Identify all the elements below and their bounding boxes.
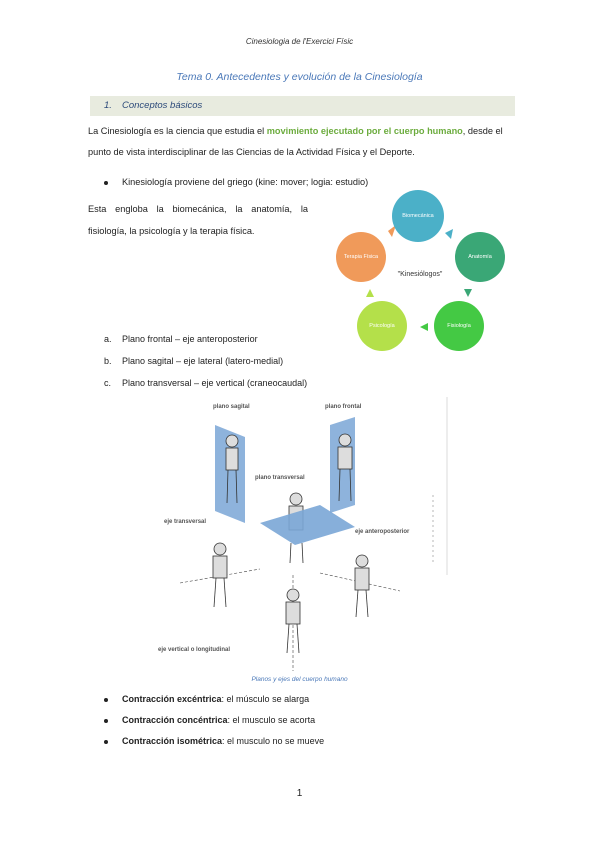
label-plano-frontal: plano frontal xyxy=(325,404,362,410)
label-plano-sagital: plano sagital xyxy=(213,404,250,410)
chapter-title: Tema 0. Antecedentes y evolución de la C… xyxy=(176,71,423,83)
contraction-desc: : el musculo no se mueve xyxy=(222,736,325,746)
plane-item-text: Plano sagital – eje lateral (latero-medi… xyxy=(122,356,284,366)
bullet-dot xyxy=(104,719,108,723)
contraction-term: Contracción isométrica xyxy=(122,736,223,746)
cycle-node-psicologia: Psicología xyxy=(357,301,407,351)
plane-item-text: Plano frontal – eje anteroposterior xyxy=(122,334,258,344)
bullet-origin-text: Kinesiología proviene del griego (kine: … xyxy=(122,177,369,187)
arrow-icon xyxy=(445,229,453,239)
intro-text-1: La Cinesiología es la ciencia que estudi… xyxy=(88,126,267,136)
planes-axes-figure: plano sagital plano frontal plano transv… xyxy=(150,395,450,673)
bullet-dot xyxy=(104,740,108,744)
cycle-center-label: "Kinesiólogos" xyxy=(397,271,443,278)
plane-item-letter: a. xyxy=(104,334,112,344)
disciplines-paragraph: Esta engloba la biomecánica, la anatomía… xyxy=(88,204,308,236)
plane-item: c. Plano transversal – eje vertical (cra… xyxy=(104,378,307,388)
plane-item: b. Plano sagital – eje lateral (latero-m… xyxy=(104,356,283,366)
contraction-term: Contracción excéntrica xyxy=(122,694,222,704)
cycle-node-anatomia: Anatomía xyxy=(455,232,505,282)
arrow-icon xyxy=(464,289,472,297)
running-header: Cinesiologia de l'Exercici Físic xyxy=(245,37,354,46)
section-heading: 1. Conceptos básicos xyxy=(90,96,515,116)
label-eje-transversal: eje transversal xyxy=(164,519,207,525)
intro-text-2: , desde el punto de vista interdisciplin… xyxy=(88,126,503,157)
arrow-icon xyxy=(420,323,428,331)
intro-paragraph: La Cinesiología es la ciencia que estudi… xyxy=(88,121,518,163)
arrow-icon xyxy=(366,289,374,297)
contraction-desc: : el musculo se acorta xyxy=(227,715,316,725)
bullet-dot xyxy=(104,181,108,185)
body-planes-illustration xyxy=(179,397,448,671)
label-eje-anteroposterior: eje anteroposterior xyxy=(355,529,410,535)
page-number: 1 xyxy=(296,788,303,799)
plane-item: a. Plano frontal – eje anteroposterior xyxy=(104,334,258,344)
plane-item-letter: b. xyxy=(104,356,112,366)
intro-highlight: movimiento ejecutado por el cuerpo human… xyxy=(266,126,463,136)
contraction-term: Contracción concéntrica xyxy=(122,715,228,725)
figure-caption: Planos y ejes del cuerpo humano xyxy=(251,676,348,683)
section-label: Conceptos básicos xyxy=(122,100,203,111)
cycle-node-fisiologia: Fisiología xyxy=(434,301,484,351)
plane-item-text: Plano transversal – eje vertical (craneo… xyxy=(122,378,308,388)
plane-item-letter: c. xyxy=(104,378,112,388)
cycle-node-terapia: Terapia Física xyxy=(336,232,386,282)
cycle-node-biomecanica: Biomecánica xyxy=(392,190,444,242)
contraction-desc: : el músculo se alarga xyxy=(221,694,310,704)
section-number: 1. xyxy=(104,100,112,111)
transverse-plane-shape xyxy=(260,505,355,545)
label-eje-vertical: eje vertical o longitudinal xyxy=(158,647,231,653)
kinesiology-cycle-diagram: Biomecánica Anatomía Fisiología Psicolog… xyxy=(330,185,505,355)
bullet-dot xyxy=(104,698,108,702)
label-plano-transversal: plano transversal xyxy=(255,475,305,481)
